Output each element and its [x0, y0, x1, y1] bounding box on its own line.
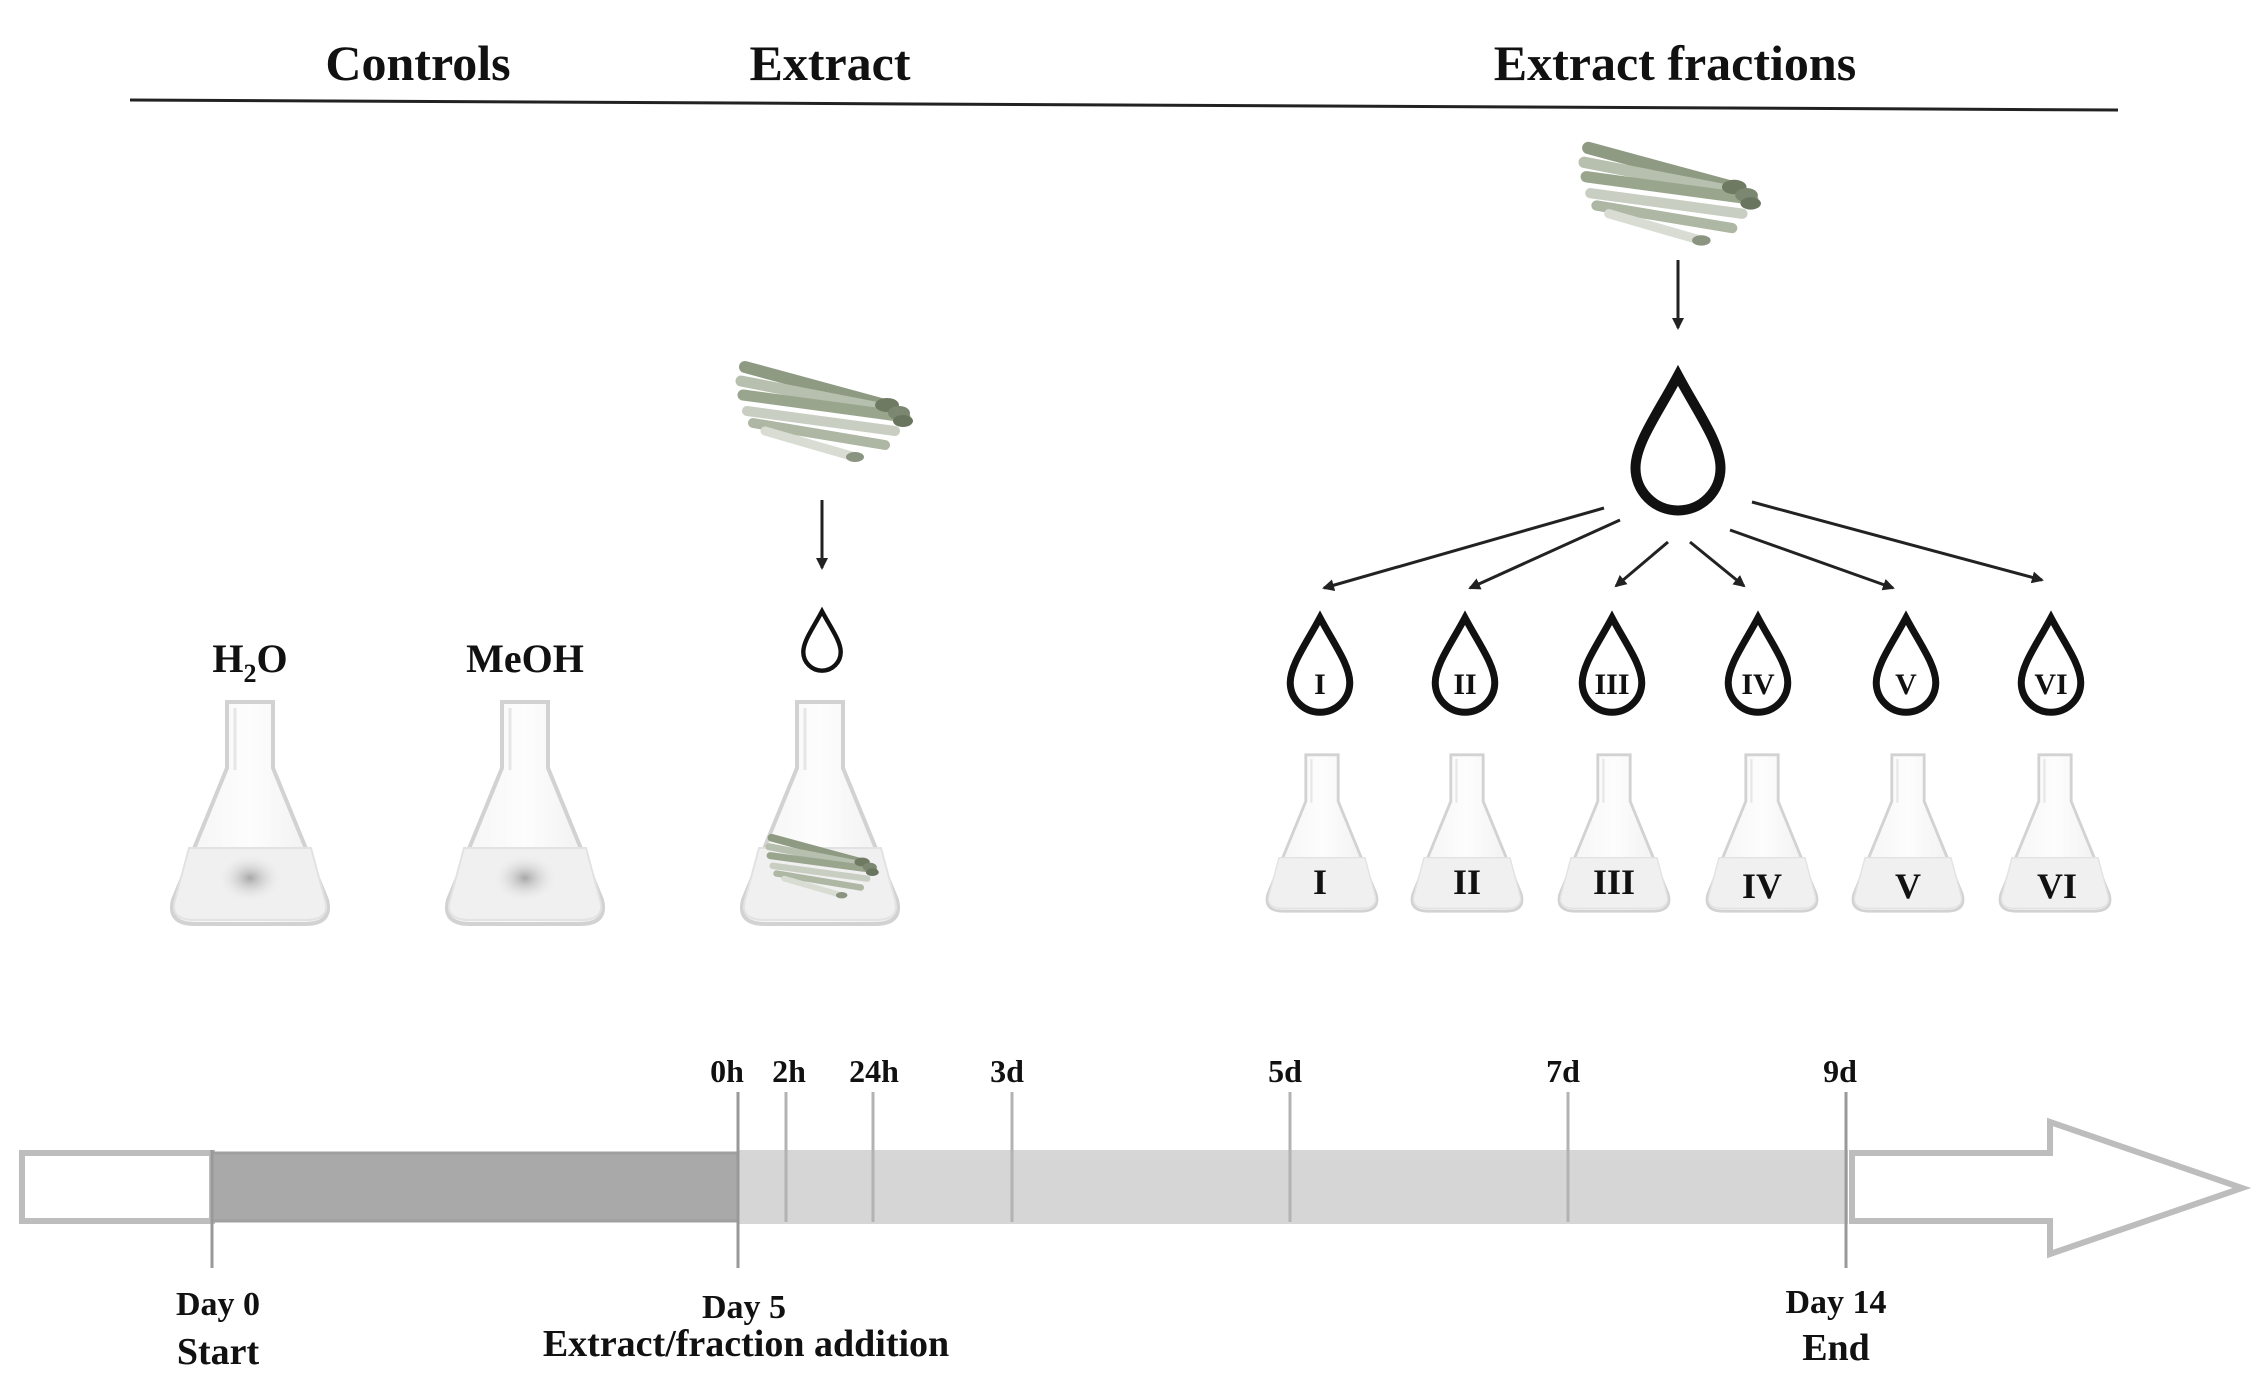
label-start: Start: [177, 1331, 260, 1373]
timeline: 0h 2h 24h 3d 5d 7d 9d Day 0 Start Day 5 …: [19, 1053, 2252, 1373]
fraction-drop-2: II: [1435, 618, 1495, 712]
label-day0: Day 0: [176, 1286, 260, 1323]
asparagus-icon-extract: [741, 367, 913, 462]
timeline-treatment-phase: [738, 1150, 1848, 1224]
pellet-water: [218, 854, 282, 902]
header-extract: Extract: [749, 35, 910, 91]
fraction-arrows: [1322, 500, 2044, 592]
svg-text:I: I: [1313, 862, 1327, 902]
timeline-arrow-head: [1849, 1117, 2252, 1259]
fraction-flask-3: III: [1557, 753, 1671, 913]
flask-water: [169, 700, 331, 926]
asparagus-icon-fractions: [1584, 148, 1761, 246]
svg-text:IV: IV: [1742, 866, 1782, 906]
svg-text:V: V: [1895, 866, 1921, 906]
fraction-flask-1: I: [1265, 753, 1379, 913]
label-day5: Day 5: [702, 1289, 786, 1326]
label-addition: Extract/fraction addition: [543, 1323, 949, 1365]
svg-text:V: V: [1895, 668, 1917, 701]
header-controls: Controls: [325, 35, 510, 91]
flask-methanol: [444, 700, 606, 926]
flask-extract: [739, 700, 901, 926]
svg-text:II: II: [1453, 668, 1476, 701]
fraction-drop-6: VI: [2021, 618, 2081, 712]
tick-label-5d: 5d: [1268, 1053, 1302, 1089]
drop-icon-fractions-main: [1636, 376, 1721, 511]
label-methanol: MeOH: [466, 636, 584, 681]
svg-text:VI: VI: [2037, 866, 2077, 906]
svg-text:III: III: [1593, 862, 1635, 902]
svg-text:IV: IV: [1741, 668, 1775, 701]
fraction-drop-4: IV: [1728, 618, 1788, 712]
tick-label-2h: 2h: [772, 1053, 806, 1089]
tick-label-24h: 24h: [849, 1053, 899, 1089]
tick-label-0h: 0h: [710, 1053, 744, 1089]
label-day14: Day 14: [1785, 1284, 1886, 1321]
tick-label-3d: 3d: [990, 1053, 1024, 1089]
tick-label-7d: 7d: [1546, 1053, 1580, 1089]
label-end: End: [1802, 1327, 1870, 1369]
timeline-pre-start: [19, 1150, 215, 1224]
fraction-flask-5: V: [1851, 753, 1965, 913]
label-water: H2O: [212, 636, 287, 688]
svg-text:I: I: [1314, 668, 1326, 701]
drop-icon-extract: [803, 611, 840, 670]
tick-label-9d: 9d: [1823, 1053, 1857, 1089]
fraction-flask-4: IV: [1705, 753, 1819, 913]
timeline-culture-phase: [210, 1151, 740, 1223]
svg-text:II: II: [1453, 862, 1481, 902]
header-extract-fractions: Extract fractions: [1494, 35, 1856, 91]
svg-text:VI: VI: [2034, 668, 2067, 701]
svg-text:III: III: [1594, 668, 1629, 701]
pellet-methanol: [493, 854, 557, 902]
fraction-drop-5: V: [1876, 618, 1936, 712]
fraction-flask-6: VI: [1998, 753, 2112, 913]
header-divider: [129, 98, 2119, 112]
fraction-drop-1: I: [1290, 618, 1350, 712]
fraction-flask-2: II: [1410, 753, 1524, 913]
fraction-drop-3: III: [1582, 618, 1642, 712]
